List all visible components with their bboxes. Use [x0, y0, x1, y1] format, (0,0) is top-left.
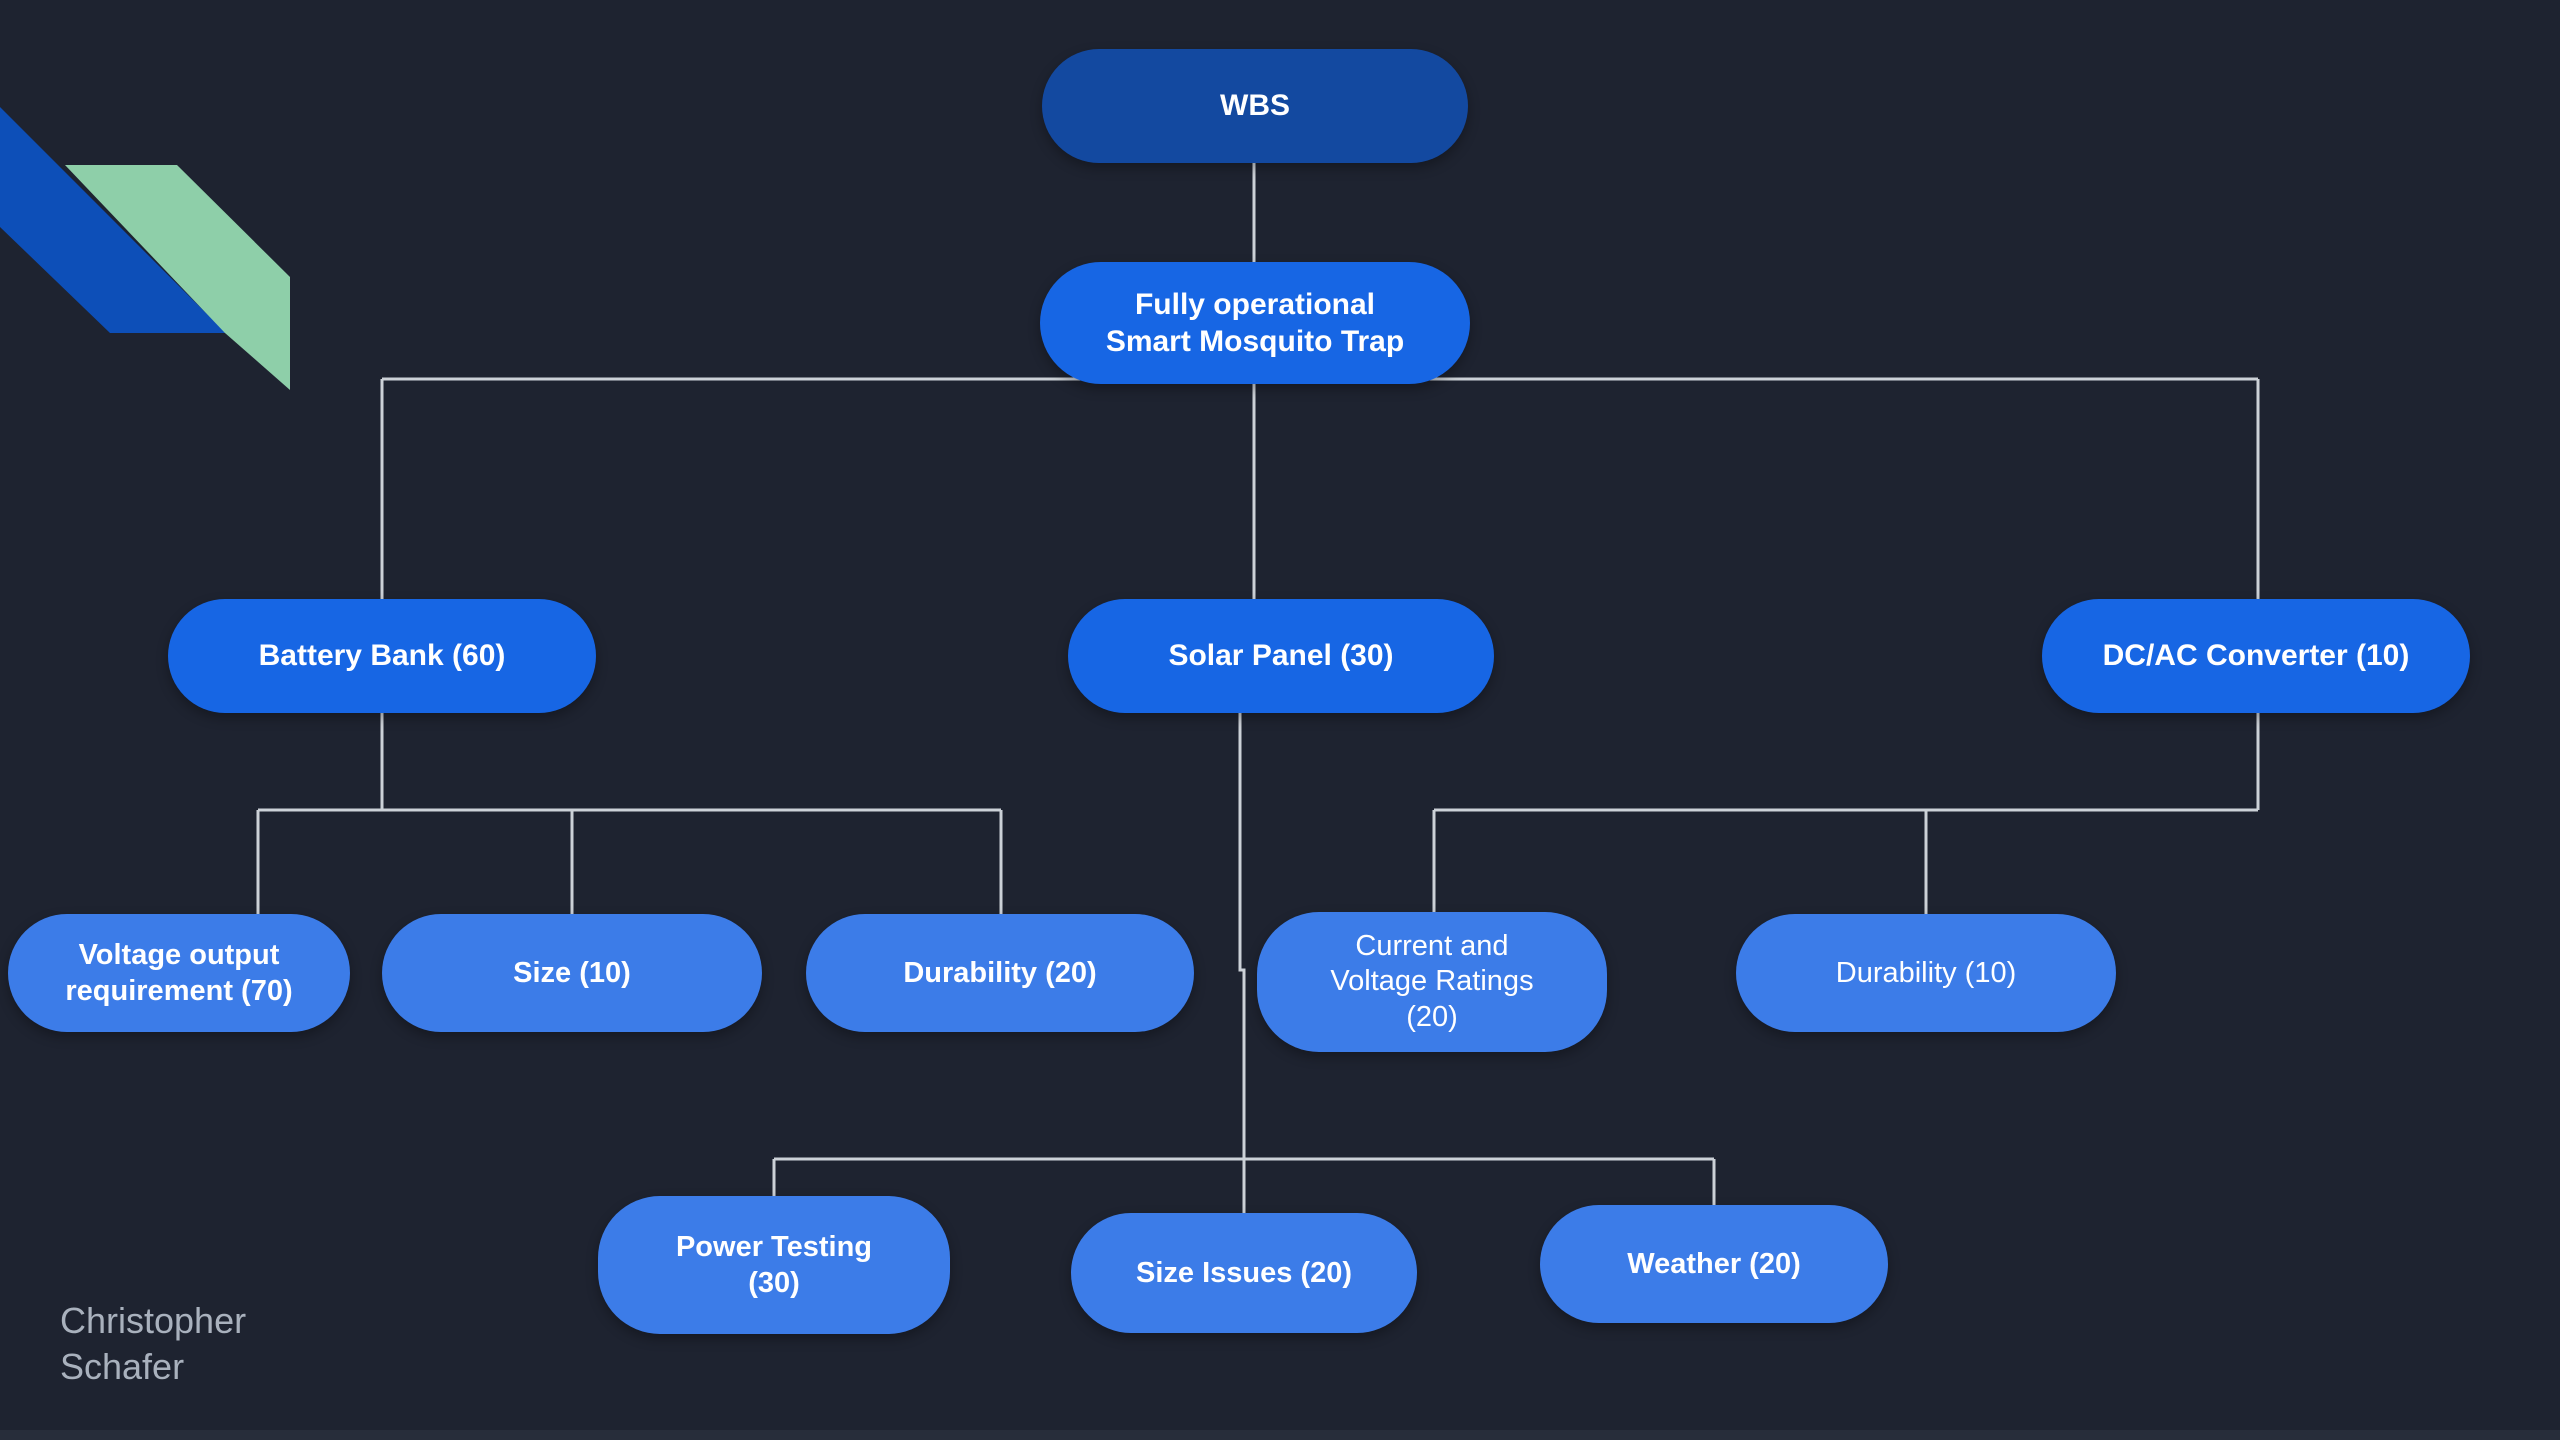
node-durability-20: Durability (20): [806, 914, 1194, 1032]
decor-green-parallelogram: [65, 165, 290, 390]
node-power-testing: Power Testing (30): [598, 1196, 950, 1334]
node-converter-label: DC/AC Converter (10): [2102, 639, 2410, 673]
node-current-and-voltage-ratings: Current and Voltage Ratings (20): [1257, 912, 1607, 1052]
connector-converter-children: [1432, 713, 2260, 914]
node-dc-ac-converter: DC/AC Converter (10): [2042, 599, 2470, 713]
decor-blue-stripe: [0, 107, 226, 333]
node-size-label: Size (10): [513, 956, 631, 989]
node-battery-label: Battery Bank (60): [258, 639, 506, 673]
node-solar-label: Solar Panel (30): [1168, 639, 1394, 673]
node-weather: Weather (20): [1540, 1205, 1888, 1323]
node-wbs: WBS: [1042, 49, 1468, 163]
node-battery-bank: Battery Bank (60): [168, 599, 596, 713]
connector-trap-to-level3: [380, 377, 2260, 599]
node-size-issues: Size Issues (20): [1071, 1213, 1417, 1333]
node-trap-label: Fully operational Smart Mosquito Trap: [1105, 287, 1405, 359]
node-size-issues-label: Size Issues (20): [1136, 1256, 1352, 1289]
node-size: Size (10): [382, 914, 762, 1032]
node-solar-panel: Solar Panel (30): [1068, 599, 1494, 713]
node-power-label: Power Testing (30): [675, 1230, 873, 1299]
connector-solar-children: [772, 713, 1716, 1213]
node-voltage-output-requirement: Voltage output requirement (70): [8, 914, 350, 1032]
author-name: Christopher Schafer: [60, 1300, 247, 1388]
node-voltage-label: Voltage output requirement (70): [65, 938, 293, 1007]
node-wbs-label: WBS: [1220, 89, 1290, 123]
node-durability-10: Durability (10): [1736, 914, 2116, 1032]
node-weather-label: Weather (20): [1627, 1247, 1801, 1280]
bottom-edge-strip: [0, 1430, 2560, 1440]
node-durability20-label: Durability (20): [903, 956, 1097, 989]
node-fully-operational-smart-mosquito-trap: Fully operational Smart Mosquito Trap: [1040, 262, 1470, 384]
connector-battery-children: [256, 713, 1003, 914]
node-durability10-label: Durability (10): [1835, 956, 2017, 989]
node-current-label: Current and Voltage Ratings (20): [1330, 929, 1534, 1033]
